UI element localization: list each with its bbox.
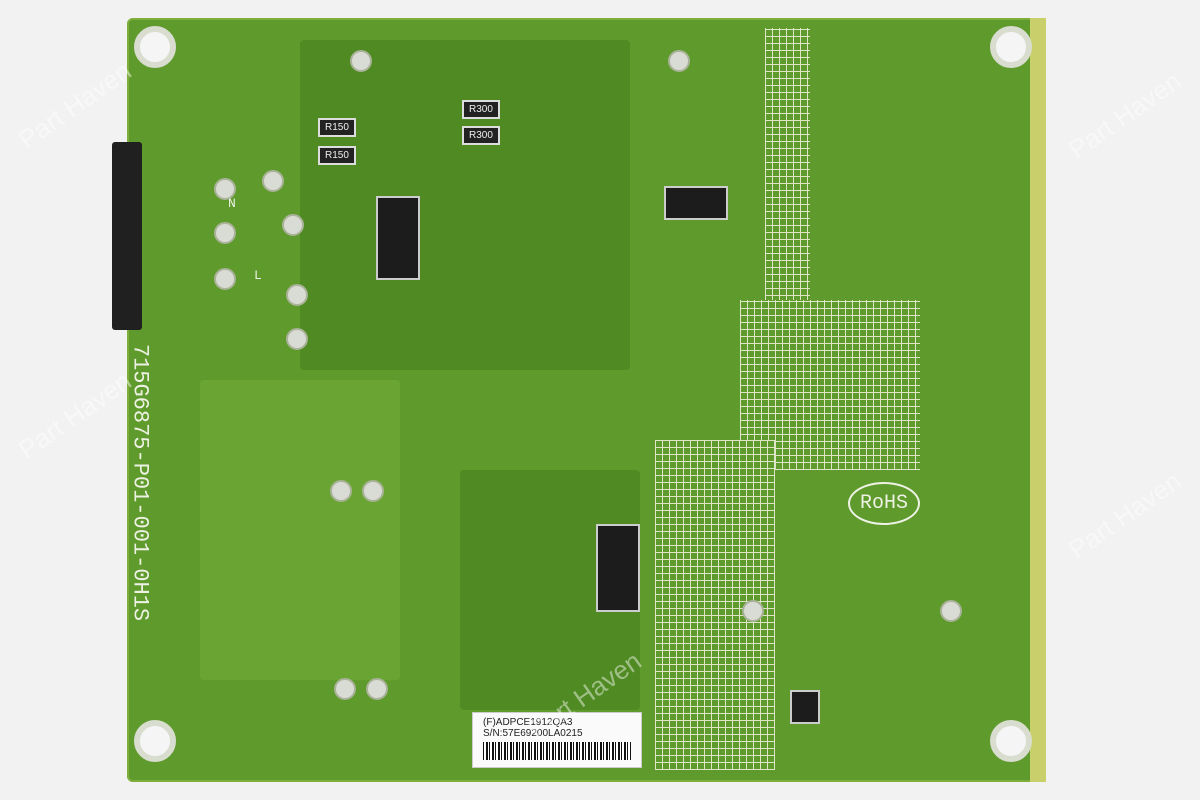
- solder-pad: [330, 480, 352, 502]
- ground-hatch: [765, 28, 810, 338]
- board-edge: [1030, 18, 1046, 782]
- silk-n: N: [228, 196, 236, 211]
- solder-pad: [940, 600, 962, 622]
- controller-ic: [664, 186, 728, 220]
- solder-pad: [350, 50, 372, 72]
- solder-pad: [668, 50, 690, 72]
- solder-pad: [362, 480, 384, 502]
- power-connector: [112, 142, 142, 330]
- label-serial: S/N:57E69200LA0215: [483, 728, 583, 739]
- barcode: [483, 742, 631, 760]
- watermark: Part Haven: [1062, 465, 1187, 565]
- watermark: Part Haven: [12, 55, 137, 155]
- resistor: R300: [462, 100, 500, 119]
- resistor: R150: [318, 146, 356, 165]
- solder-pad: [282, 214, 304, 236]
- solder-pad: [286, 328, 308, 350]
- silk-l: L: [254, 268, 262, 283]
- solder-pad: [366, 678, 388, 700]
- part-number: 715G6875-P01-001-0H1S: [127, 343, 153, 622]
- solder-pad: [742, 600, 764, 622]
- diode-smd: [596, 524, 640, 612]
- resistor: R300: [462, 126, 500, 145]
- mounting-hole: [990, 720, 1032, 762]
- solder-pad: [262, 170, 284, 192]
- watermark: Part Haven: [12, 365, 137, 465]
- rohs-mark: RoHS: [848, 482, 921, 525]
- label-model: (F)ADPCE1912QA3: [483, 717, 573, 728]
- solder-pad: [214, 222, 236, 244]
- serial-label: (F)ADPCE1912QA3 S/N:57E69200LA0215: [472, 712, 642, 768]
- copper-trace: [200, 380, 400, 680]
- watermark: Part Haven: [1062, 65, 1187, 165]
- mounting-hole: [134, 26, 176, 68]
- mounting-hole: [990, 26, 1032, 68]
- mounting-hole: [134, 720, 176, 762]
- solder-pad: [286, 284, 308, 306]
- diode-smd: [376, 196, 420, 280]
- resistor: R150: [318, 118, 356, 137]
- solder-pad: [214, 178, 236, 200]
- solder-pad: [334, 678, 356, 700]
- copper-trace: [300, 40, 630, 370]
- solder-pad: [214, 268, 236, 290]
- controller-ic: [790, 690, 820, 724]
